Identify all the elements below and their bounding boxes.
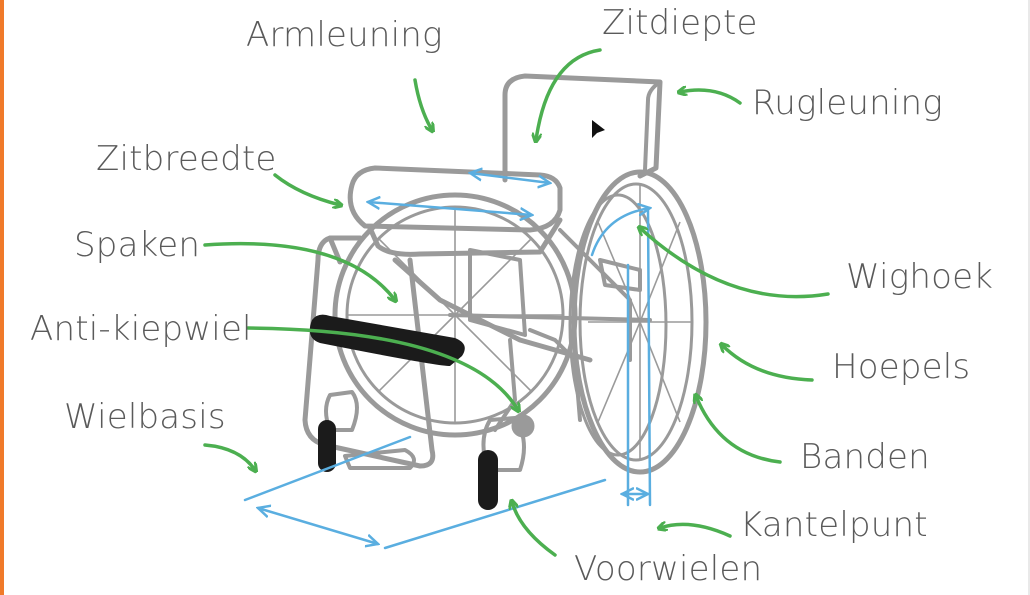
arrow-armleuning [413,78,432,130]
right-caster-tire [478,450,498,510]
arrow-voorwielen [512,502,557,557]
label-voorwielen: Voorwielen [574,549,763,589]
green-arrows [203,48,830,557]
right-caster-fork [481,416,526,472]
front-frame [302,235,436,469]
arrow-wighoek [640,228,830,299]
arrow-rugleuning [680,90,742,105]
label-hoepels: Hoepels [832,347,971,387]
label-wielbasis: Wielbasis [64,397,226,437]
footrest [343,448,416,470]
mouse-cursor-icon [592,120,605,138]
right-border [1028,0,1030,595]
label-kantelpunt: Kantelpunt [740,505,928,545]
arrow-zitbreedte [273,173,340,205]
wheelbase-measure [258,508,378,544]
spokes [347,184,692,460]
seat-width-measure [368,202,532,215]
backrest-angle-arc [590,208,650,257]
seat-cushion [347,165,563,233]
arrow-hoepels [722,345,814,382]
arrow-spaken [203,241,395,300]
label-wighoek: Wighoek [846,257,994,297]
label-zitbreedte: Zitbreedte [96,139,277,179]
label-zitdiepte: Zitdiepte [602,3,758,43]
label-anti-kiepwiel: Anti-kiepwiel [30,309,252,349]
label-spaken: Spaken [74,225,201,265]
arrow-zitdiepte [536,48,602,140]
arrow-banden [696,396,782,464]
left-accent-bar [0,0,4,595]
arrow-wielbasis [203,443,255,470]
arrow-kantelpunt [660,524,732,538]
label-rugleuning: Rugleuning [752,83,943,123]
backrest [502,73,663,183]
left-caster-tire [318,420,336,472]
right-rear-wheel [571,169,709,475]
measure-lines [243,173,650,550]
seat-depth-measure [470,173,550,183]
left-caster-fork [324,390,359,432]
label-armleuning: Armleuning [246,15,443,55]
label-banden: Banden [800,437,930,477]
arrow-anti-kiepwiel [246,326,518,410]
handrim [568,193,668,457]
